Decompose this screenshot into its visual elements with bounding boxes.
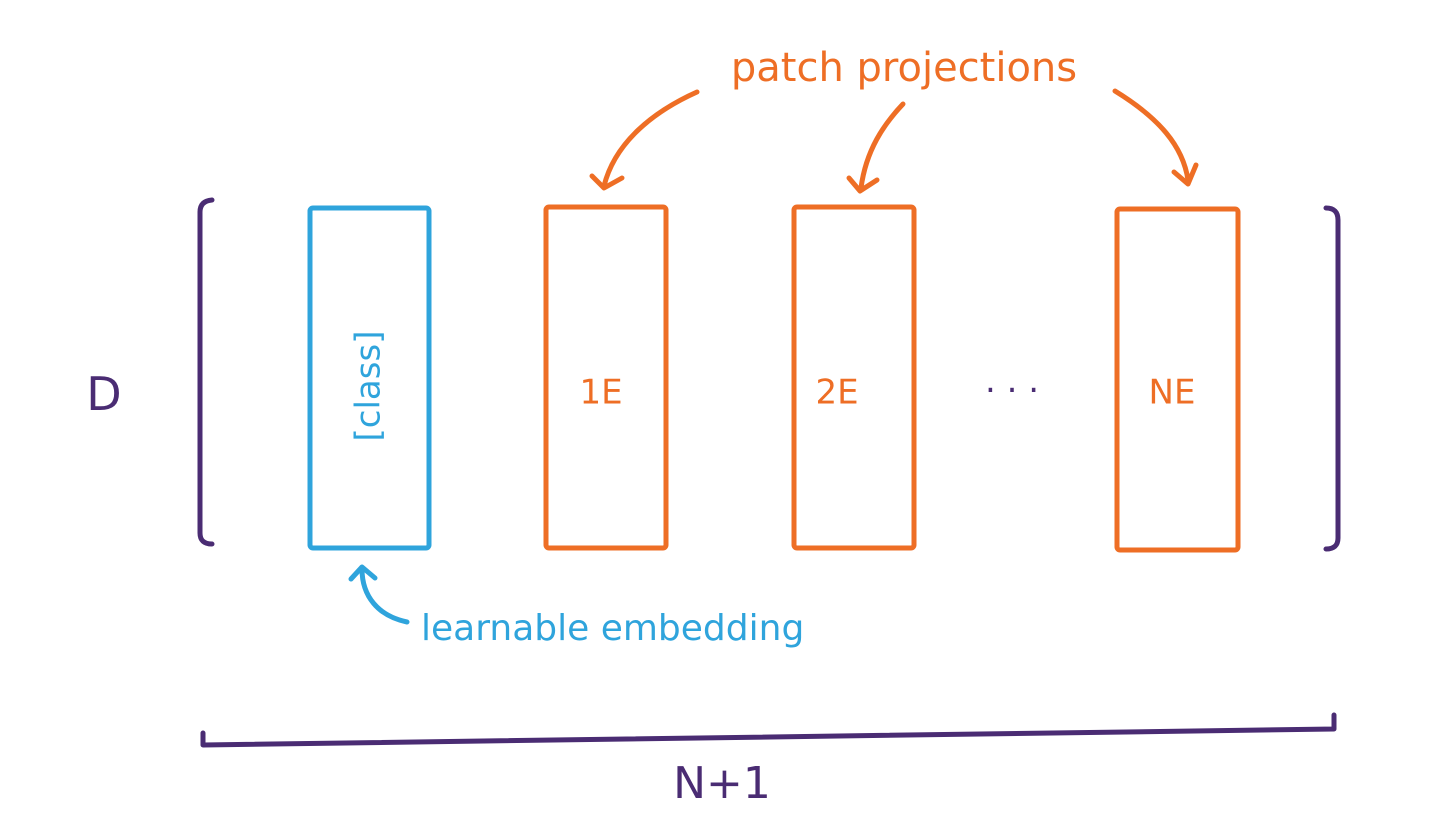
right-bracket	[1323, 205, 1341, 552]
ellipsis: . . .	[985, 361, 1039, 401]
patch-box-n	[1114, 206, 1241, 553]
width-label: N+1	[673, 758, 771, 809]
dimension-label: D	[86, 367, 121, 421]
patch-label-1: 1E	[579, 373, 622, 413]
patch-projections-label: patch projections	[731, 45, 1077, 91]
patch-label-2: 2E	[815, 373, 858, 413]
learnable-embedding-arrow-head	[348, 564, 378, 582]
patch-projection-arrows	[589, 88, 1199, 194]
learnable-embedding-arrow	[359, 566, 410, 625]
arrow-head-patch-n	[1171, 162, 1199, 187]
patch-label-n: NE	[1149, 373, 1196, 413]
arrow-head-patch-2	[846, 175, 880, 194]
left-bracket	[197, 197, 215, 547]
class-token-box	[307, 205, 432, 551]
patch-box-2	[791, 204, 917, 551]
arrow-to-patch-n	[1112, 88, 1191, 183]
arrow-to-patch-1	[601, 89, 700, 189]
width-bracket	[200, 712, 1337, 748]
learnable-embedding-label: learnable embedding	[421, 608, 804, 649]
arrow-head-patch-1	[589, 173, 625, 191]
patch-box-1	[543, 204, 669, 551]
arrow-to-patch-2	[858, 101, 906, 191]
class-token-label: [class]	[349, 331, 389, 442]
